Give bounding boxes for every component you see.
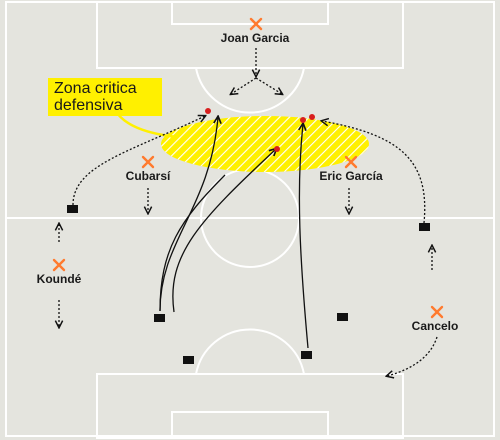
critical-zone-area bbox=[161, 116, 369, 172]
target-points bbox=[205, 108, 315, 152]
attacker-marker bbox=[419, 223, 430, 231]
zone-title-line1: Zona critica bbox=[54, 80, 137, 97]
attacker-dotted-runs bbox=[72, 116, 426, 224]
center-back-right-cross bbox=[344, 155, 358, 169]
right-back-label: Koundé bbox=[36, 272, 82, 286]
attacker-solid-runs bbox=[159, 117, 309, 349]
left-back-cross bbox=[430, 305, 444, 319]
defender-markers bbox=[52, 17, 444, 319]
right-back-cross bbox=[52, 258, 66, 272]
bottom-penalty-area bbox=[96, 328, 404, 439]
goalkeeper-label: Joan Garcia bbox=[220, 31, 290, 45]
goalkeeper-movement-arrows bbox=[231, 48, 282, 94]
center-back-left-label: Cubarsí bbox=[125, 169, 171, 183]
goalkeeper-cross bbox=[249, 17, 263, 31]
attacker-marker bbox=[301, 351, 312, 359]
attacker-marker bbox=[67, 205, 78, 213]
zone-title-line2: defensiva bbox=[54, 97, 123, 114]
center-back-right-label: Eric García bbox=[319, 169, 383, 183]
critical-zone-callout: Zona critica defensiva bbox=[48, 78, 162, 116]
attacker-marker bbox=[154, 314, 165, 322]
left-back-label: Cancelo bbox=[411, 319, 459, 333]
top-penalty-area bbox=[96, 1, 404, 114]
attacker-marker bbox=[337, 313, 348, 321]
attacker-markers bbox=[67, 205, 430, 364]
defender-movement-arrows bbox=[59, 188, 438, 376]
center-back-left-cross bbox=[141, 155, 155, 169]
attacker-marker bbox=[183, 356, 194, 364]
